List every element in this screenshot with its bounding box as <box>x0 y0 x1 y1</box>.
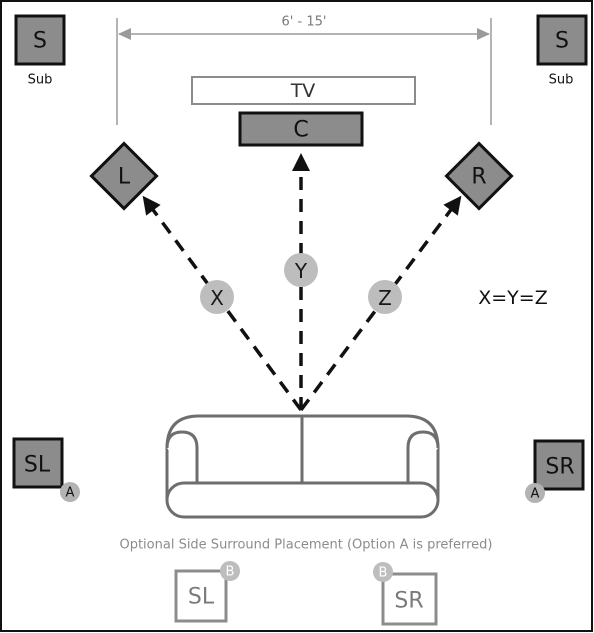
surround-left-b-badge <box>220 561 240 581</box>
distance-badge-x-label: X <box>210 286 224 310</box>
distance-badge-z-circle <box>368 280 402 314</box>
surround-left-a-box <box>12 437 64 489</box>
distance-badge-z: Z <box>368 280 402 314</box>
equal-distance-equation: X=Y=Z <box>478 287 547 309</box>
distance-badge-y-label: Y <box>294 259 308 283</box>
surround-left-a-letter: SL <box>24 453 51 478</box>
subwoofer-right-letter: S <box>555 29 569 54</box>
center-speaker-letter: C <box>293 118 308 143</box>
subwoofer-left-caption: Sub <box>28 73 53 88</box>
surround-left-b-box <box>174 569 228 623</box>
sofa-right-arm <box>406 430 440 490</box>
optional-placement-caption: Optional Side Surround Placement (Option… <box>119 538 492 553</box>
tv-box <box>191 76 416 105</box>
subwoofer-right-box <box>536 14 588 66</box>
surround-right-a-badge-label: A <box>531 487 540 502</box>
subwoofer-right-caption: Sub <box>549 73 574 88</box>
distance-badge-y-circle <box>284 253 318 287</box>
tv: TV <box>191 76 416 105</box>
front-left-speaker-box <box>89 141 159 211</box>
distance-badge-x-circle <box>200 280 234 314</box>
front-left-speaker: L <box>89 141 159 211</box>
surround-left-option-a: SL A <box>12 437 80 502</box>
sofa-seat <box>165 481 440 519</box>
distance-badge-y: Y <box>284 253 318 287</box>
surround-right-option-a: SR A <box>525 439 585 503</box>
subwoofer-left-letter: S <box>33 29 47 54</box>
center-speaker: C <box>238 111 364 147</box>
surround-left-a-badge-label: A <box>66 486 75 501</box>
surround-right-a-badge <box>525 483 545 503</box>
center-speaker-box <box>238 111 364 147</box>
width-label-bg <box>254 13 354 31</box>
sofa-left-arm <box>165 430 199 490</box>
subwoofer-left: S Sub <box>14 14 66 88</box>
subwoofer-right: S Sub <box>536 14 588 88</box>
surround-right-b-badge-label: B <box>379 566 388 581</box>
surround-right-b-badge <box>373 562 393 582</box>
surround-right-option-b: SR B <box>373 562 438 626</box>
front-right-speaker: R <box>444 141 514 211</box>
surround-right-a-box <box>533 439 585 491</box>
surround-left-b-badge-label: B <box>226 565 235 580</box>
surround-right-a-letter: SR <box>545 455 574 480</box>
surround-left-a-badge <box>60 482 80 502</box>
front-right-speaker-letter: R <box>471 165 486 190</box>
surround-right-b-box <box>381 572 438 626</box>
distance-badge-z-label: Z <box>378 286 392 310</box>
front-left-speaker-letter: L <box>118 165 131 190</box>
tv-label: TV <box>290 80 316 102</box>
subwoofer-left-box <box>14 14 66 66</box>
surround-left-option-b: SL B <box>174 561 240 623</box>
width-label: 6' - 15' <box>282 15 327 30</box>
front-right-speaker-box <box>444 141 514 211</box>
surround-right-b-letter: SR <box>394 589 423 614</box>
distance-badge-x: X <box>200 280 234 314</box>
sofa <box>165 414 440 519</box>
surround-left-b-letter: SL <box>188 585 215 610</box>
